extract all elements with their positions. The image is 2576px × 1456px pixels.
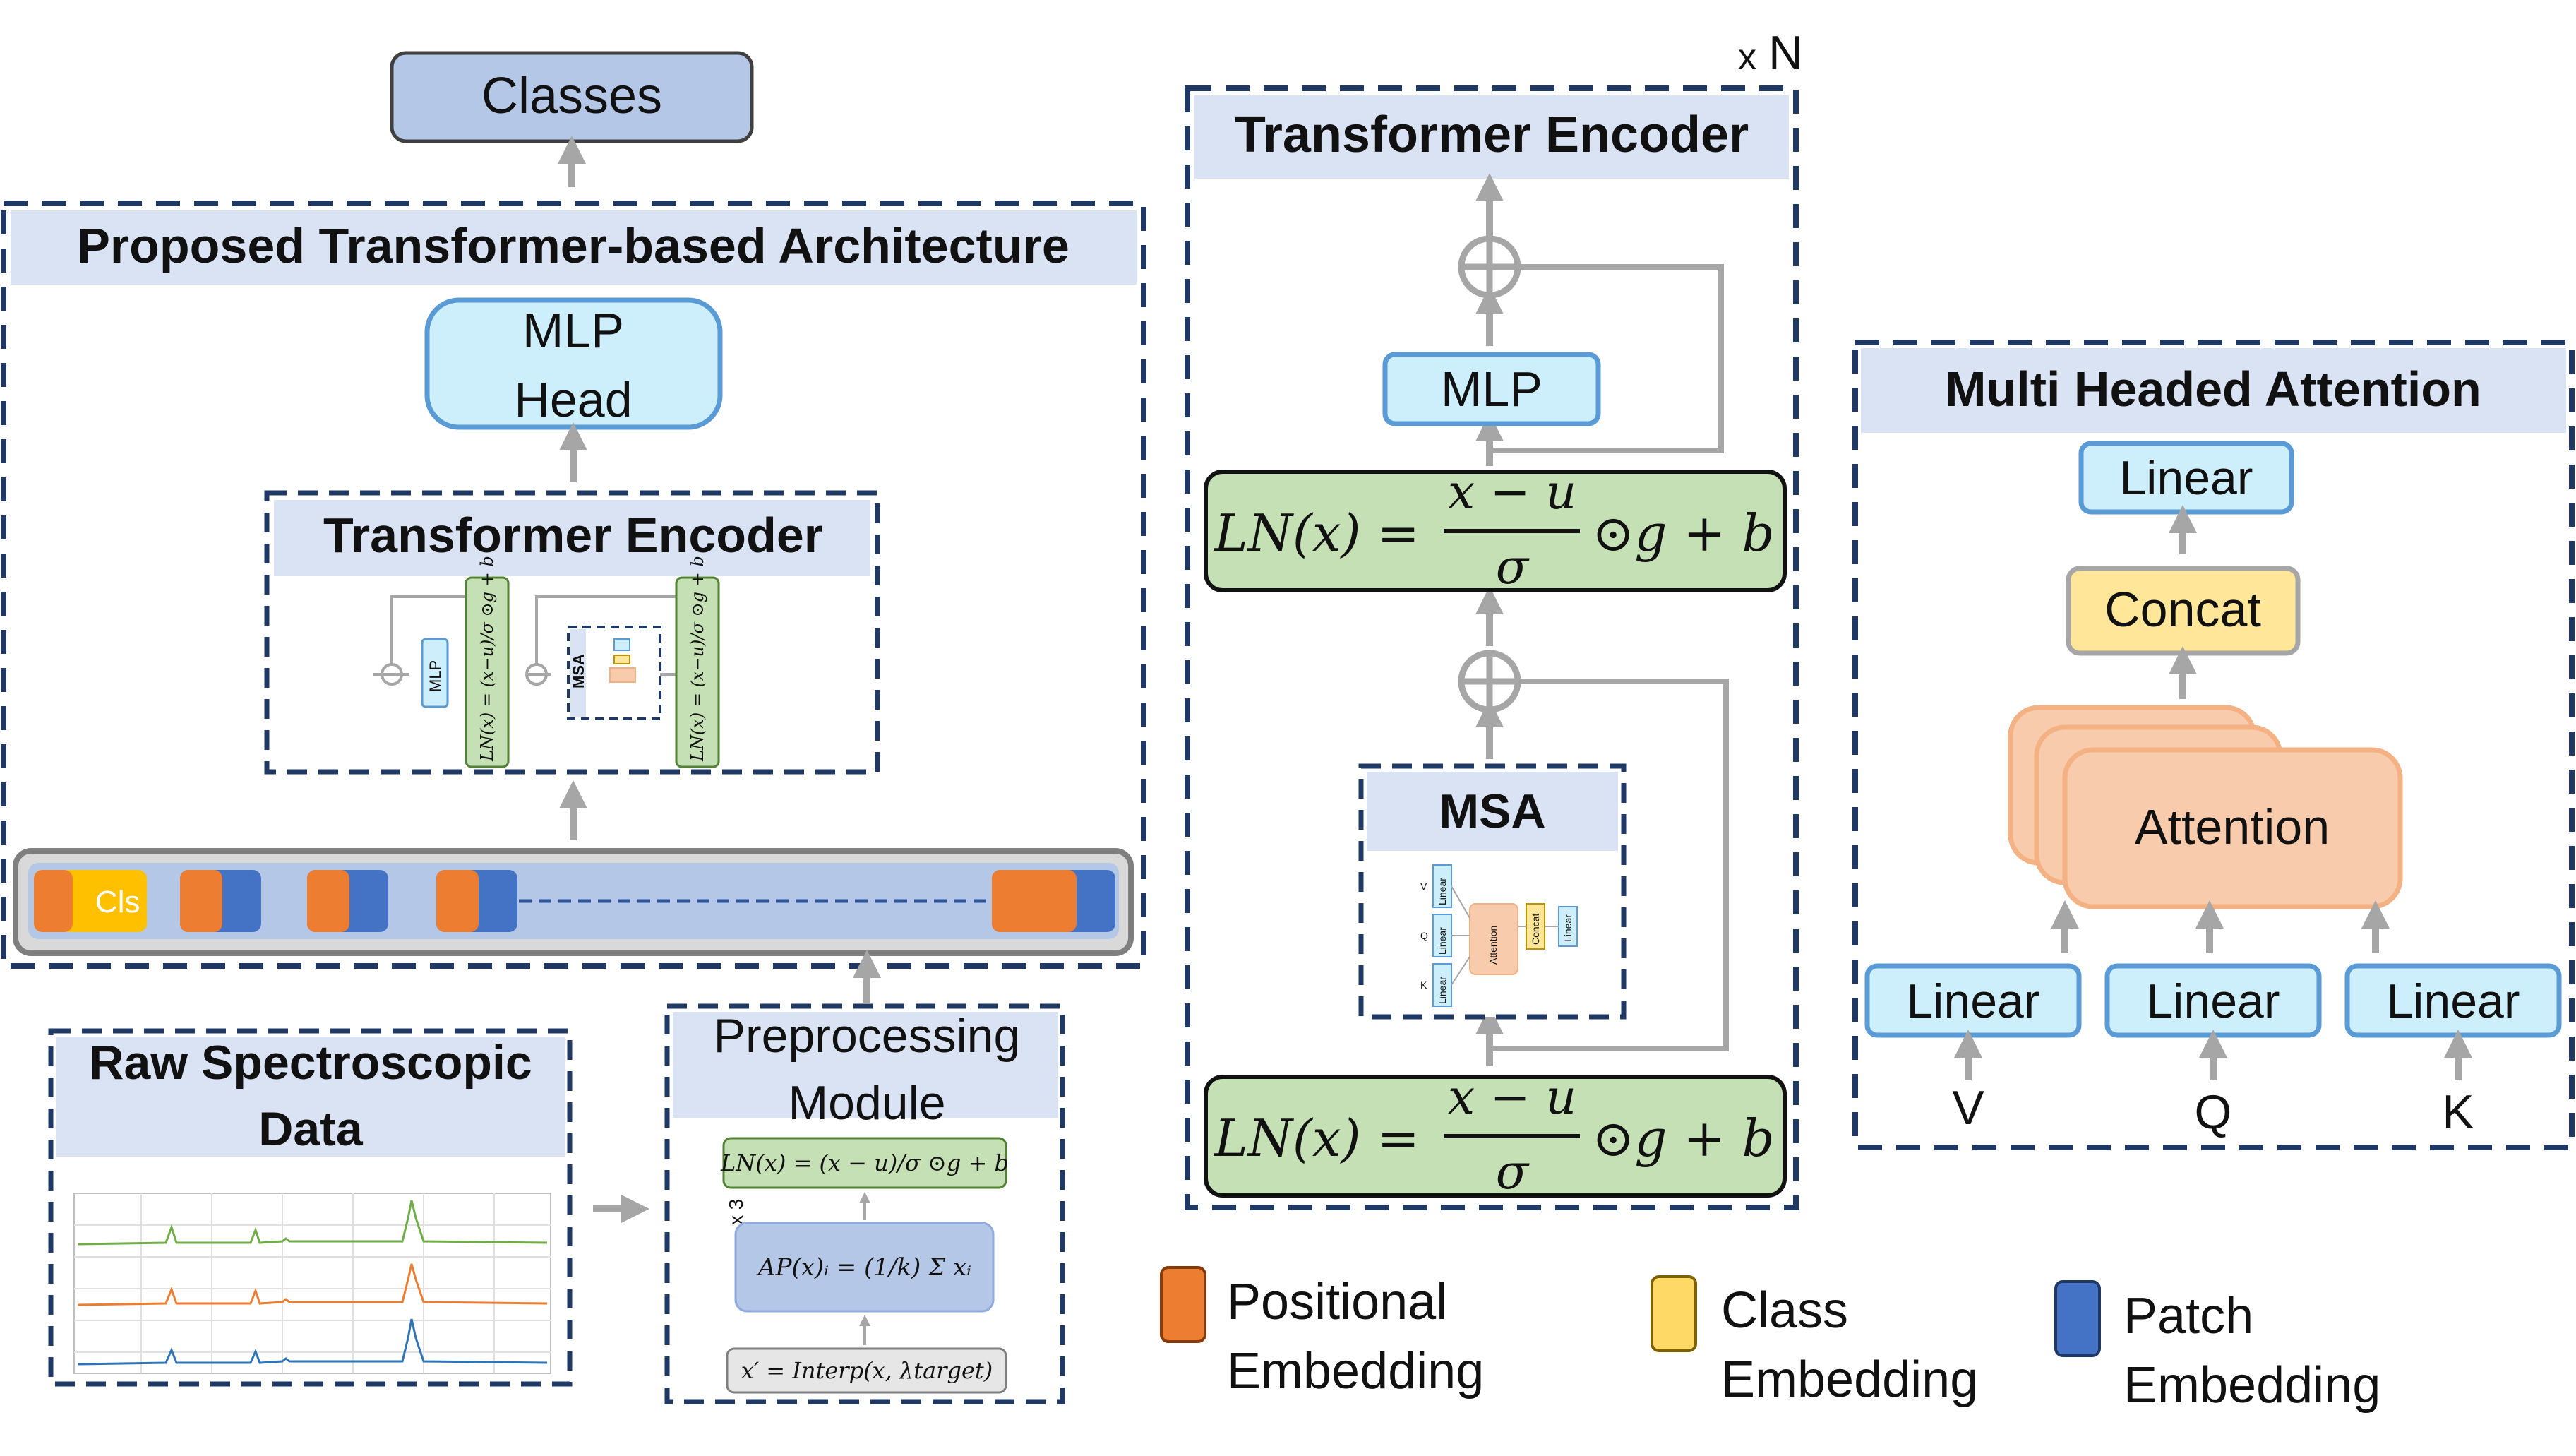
mini-mha-diagram: V Q K Linear Linear Linear Attention Con… bbox=[1420, 864, 1578, 1007]
raw-title-line2: Data bbox=[258, 1102, 364, 1156]
prep-ln-box bbox=[722, 1137, 1007, 1189]
raw-data-panel: Raw Spectroscopic Data bbox=[48, 1028, 573, 1387]
token-cls: Cls bbox=[34, 870, 147, 932]
svg-text:x − u: x − u bbox=[1448, 465, 1576, 520]
svg-text:σ: σ bbox=[1496, 1145, 1530, 1200]
token-patch-1 bbox=[180, 870, 261, 932]
svg-text:Class: Class bbox=[1721, 1282, 1848, 1339]
mlp-head-line2: Head bbox=[514, 372, 632, 427]
classes-label: Classes bbox=[481, 68, 662, 124]
spectrum-green bbox=[77, 1200, 548, 1246]
svg-text:⊙g + b: ⊙g + b bbox=[1592, 503, 1775, 563]
svg-text:LN(x) = (x−u)/σ ⊙g + b: LN(x) = (x−u)/σ ⊙g + b bbox=[477, 556, 497, 762]
architecture-title-bar bbox=[11, 210, 1137, 285]
cls-token-label: Cls bbox=[95, 885, 140, 919]
mha-title: Multi Headed Attention bbox=[1945, 362, 2481, 417]
prep-ln-eq: LN(x) = (x − u)/σ ⊙g + b bbox=[720, 1150, 1009, 1176]
raw-title-line1: Raw Spectroscopic bbox=[89, 1036, 532, 1090]
mini-mlp-box bbox=[421, 638, 449, 708]
preprocessing-panel: Preprocessing Module x 3 LN(x) = (x − u)… bbox=[664, 1003, 1065, 1404]
svg-text:LN(x) =: LN(x) = bbox=[1213, 503, 1420, 563]
legend-patch: Patch Embedding bbox=[2054, 1280, 2380, 1414]
encoder-repeat-n: N bbox=[1768, 26, 1803, 80]
mha-panel: Multi Headed Attention Linear Concat Att… bbox=[1852, 340, 2575, 1150]
encoder-mlp-label: MLP bbox=[1441, 362, 1542, 417]
encoder-repeat-x: x bbox=[1738, 37, 1756, 78]
spectra-plot bbox=[73, 1193, 551, 1374]
classes-box: Classes bbox=[390, 51, 754, 143]
svg-text:Attention: Attention bbox=[1487, 926, 1499, 965]
svg-text:Linear: Linear bbox=[1437, 878, 1448, 905]
svg-text:LN(x) =: LN(x) = bbox=[1213, 1109, 1420, 1168]
token-patch-3 bbox=[436, 870, 517, 932]
svg-text:K: K bbox=[1420, 979, 1427, 991]
svg-text:Embedding: Embedding bbox=[1227, 1343, 1484, 1400]
architecture-title: Proposed Transformer-based Architecture bbox=[77, 218, 1070, 273]
prep-ap-eq: AP(x)ᵢ = (1/k) Σ xᵢ bbox=[756, 1253, 971, 1282]
encoder-title: Transformer Encoder bbox=[1235, 107, 1749, 163]
svg-text:Concat: Concat bbox=[1530, 914, 1541, 945]
svg-text:Positional: Positional bbox=[1227, 1274, 1447, 1330]
mha-input-k: K bbox=[2442, 1085, 2474, 1139]
prep-ap-box bbox=[734, 1222, 995, 1313]
svg-text:Patch: Patch bbox=[2123, 1288, 2253, 1344]
prep-interp-box bbox=[726, 1347, 1007, 1394]
svg-text:Concat: Concat bbox=[2104, 582, 2261, 637]
prep-title-line1: Preprocessing bbox=[714, 1009, 1021, 1063]
prep-title-line2: Module bbox=[788, 1076, 945, 1130]
mini-encoder-title-bar bbox=[274, 500, 870, 576]
svg-text:Linear: Linear bbox=[2386, 974, 2520, 1028]
mini-encoder-title: Transformer Encoder bbox=[323, 508, 823, 563]
encoder-msa-label: MSA bbox=[1439, 784, 1545, 838]
encoder-msa-block: MSA V Q K Linear Linear Linear Attenti bbox=[1358, 763, 1627, 1020]
token-patch-n bbox=[992, 870, 1115, 932]
attention-box bbox=[2062, 747, 2403, 909]
svg-text:Linear: Linear bbox=[2146, 974, 2280, 1028]
svg-text:V: V bbox=[1420, 881, 1427, 892]
add-circle-bottom bbox=[1458, 650, 1521, 713]
svg-text:Linear: Linear bbox=[1437, 927, 1448, 955]
mini-mlp-label: MLP bbox=[426, 660, 444, 692]
svg-text:σ: σ bbox=[1496, 539, 1530, 595]
legend-class: Class Embedding bbox=[1651, 1275, 1978, 1408]
legend: Positional Embedding Class Embedding Pat… bbox=[1160, 1266, 2380, 1414]
svg-text:Q: Q bbox=[1420, 930, 1428, 941]
svg-text:Linear: Linear bbox=[1906, 974, 2039, 1028]
prep-repeat: x 3 bbox=[725, 1199, 747, 1225]
attention-stack: Attention bbox=[2008, 705, 2403, 909]
svg-text:Attention: Attention bbox=[2135, 799, 2330, 854]
svg-text:Embedding: Embedding bbox=[2123, 1357, 2380, 1414]
spectrum-blue bbox=[77, 1318, 548, 1366]
svg-text:Linear: Linear bbox=[2119, 451, 2253, 505]
mini-ln-2 bbox=[465, 576, 510, 768]
layer-norm-bottom: LN(x) = x − u σ ⊙g + b bbox=[1204, 1070, 1787, 1200]
svg-text:Linear: Linear bbox=[1562, 914, 1574, 942]
svg-text:Embedding: Embedding bbox=[1721, 1351, 1978, 1408]
svg-text:x − u: x − u bbox=[1448, 1070, 1576, 1126]
token-patch-2 bbox=[307, 870, 388, 932]
mini-msa-label: MSA bbox=[570, 654, 587, 688]
prep-interp-eq: x′ = Interp(x, λtarget) bbox=[741, 1357, 993, 1384]
legend-positional: Positional Embedding bbox=[1160, 1266, 1484, 1400]
mha-input-v: V bbox=[1952, 1081, 1984, 1135]
svg-text:⊙g + b: ⊙g + b bbox=[1592, 1109, 1775, 1168]
encoder-panel: x N Transformer Encoder MLP LN(x) = bbox=[1185, 26, 1803, 1210]
layer-norm-top: LN(x) = x − u σ ⊙g + b bbox=[1204, 465, 1787, 595]
svg-text:Linear: Linear bbox=[1437, 977, 1448, 1004]
encoder-mlp-box bbox=[1382, 352, 1601, 426]
architecture-panel: Proposed Transformer-based Architecture … bbox=[1, 201, 1146, 969]
add-circle-top bbox=[1458, 235, 1521, 299]
spectrum-orange bbox=[77, 1263, 548, 1306]
svg-text:LN(x) = (x−u)/σ ⊙g + b: LN(x) = (x−u)/σ ⊙g + b bbox=[688, 556, 707, 762]
mini-ln-1 bbox=[675, 576, 720, 768]
mha-input-q: Q bbox=[2195, 1085, 2232, 1139]
mlp-head-line1: MLP bbox=[522, 303, 624, 358]
mini-encoder-box bbox=[264, 490, 880, 775]
